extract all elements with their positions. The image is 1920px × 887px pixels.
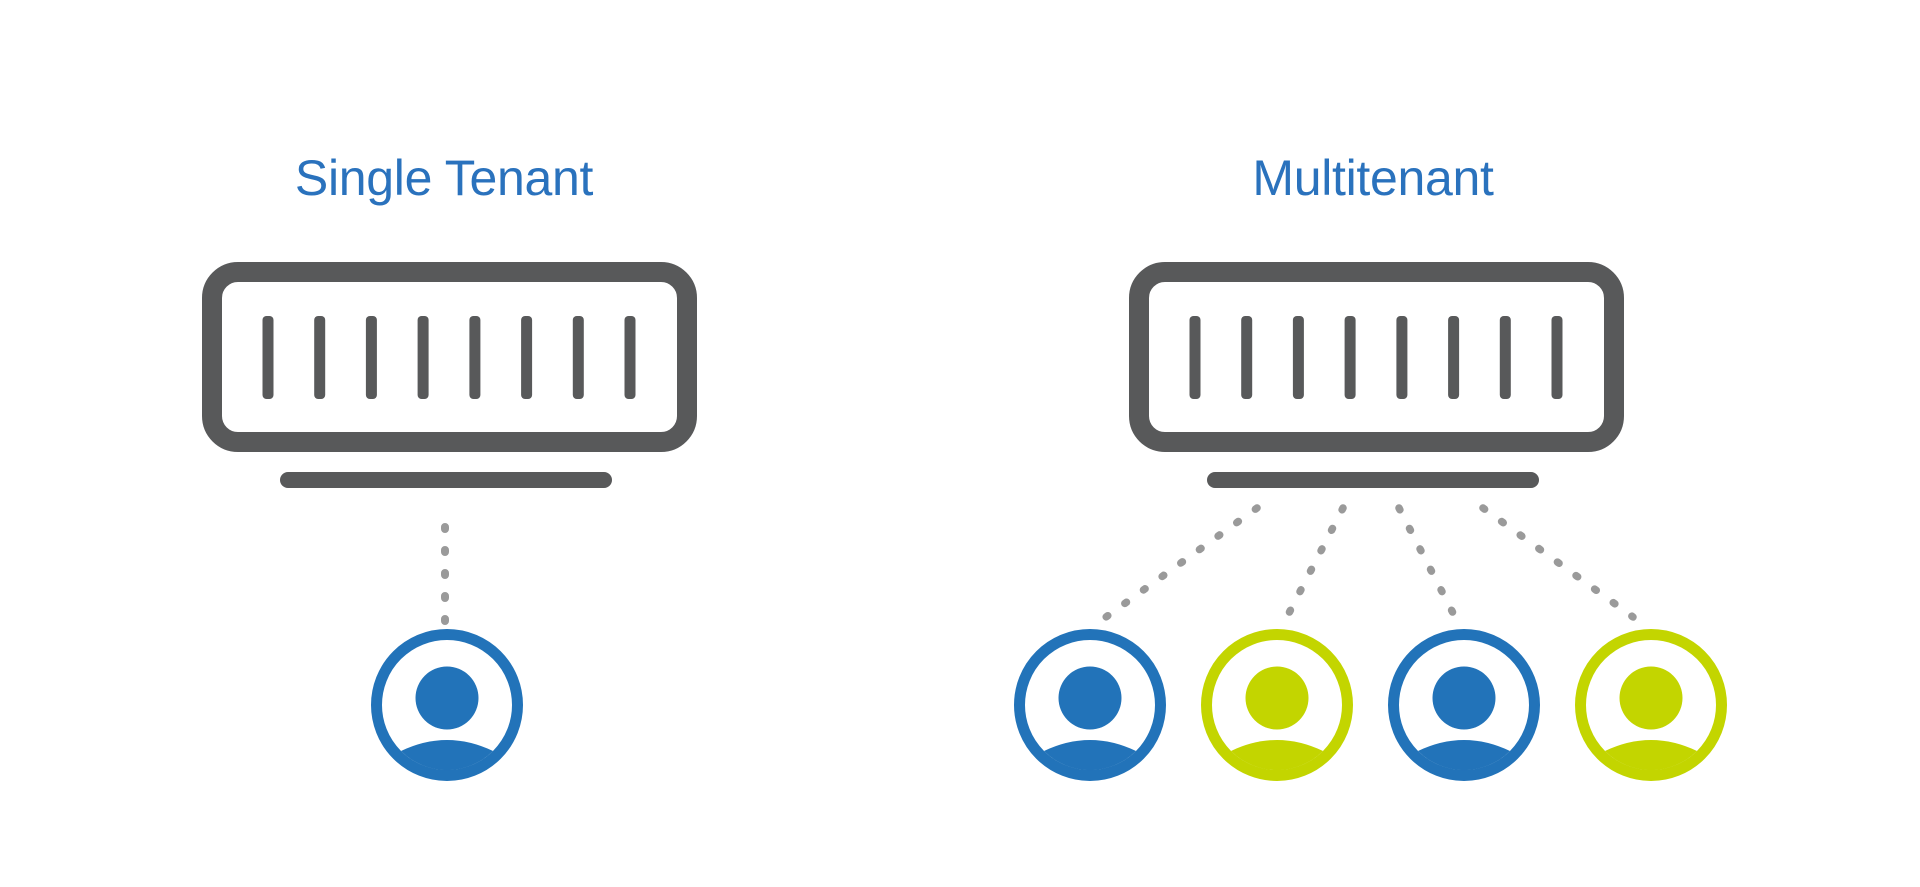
user-icon	[1201, 629, 1353, 781]
server-chassis	[202, 262, 697, 452]
dotted-connector-icon	[1479, 504, 1637, 621]
dotted-connector-icon	[441, 523, 449, 625]
server-icon	[202, 262, 697, 488]
user-icon	[1575, 629, 1727, 781]
server-vents	[262, 316, 636, 399]
dotted-connector-fan	[1102, 504, 1637, 621]
dotted-connector-icon	[1285, 504, 1347, 617]
server-base-bar	[280, 472, 612, 488]
dotted-connector-icon	[1395, 504, 1457, 617]
server-icon	[1129, 262, 1624, 488]
dotted-connector-icon	[1102, 504, 1261, 621]
multitenant-title: Multitenant	[1252, 150, 1494, 206]
single-tenant-title: Single Tenant	[294, 150, 594, 206]
user-icon	[1388, 629, 1540, 781]
server-base-bar	[1207, 472, 1539, 488]
server-vents	[1189, 316, 1563, 399]
user-icon	[1014, 629, 1166, 781]
user-icon	[371, 629, 523, 781]
server-chassis	[1129, 262, 1624, 452]
